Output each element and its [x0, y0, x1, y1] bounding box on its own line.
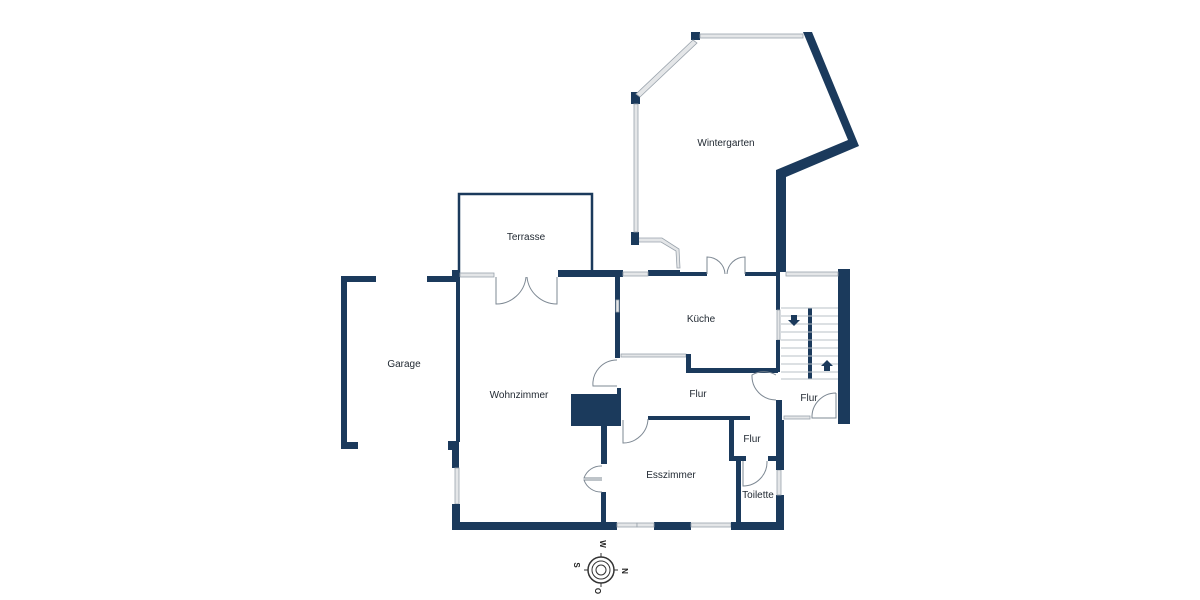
room-label-flur-small: Flur — [743, 434, 761, 445]
room-label-esszimmer: Esszimmer — [646, 470, 696, 481]
interior-walls — [571, 276, 811, 526]
room-label-terrasse: Terrasse — [507, 232, 546, 243]
compass-label-top: W — [598, 540, 607, 548]
compass-label-bottom: O — [593, 588, 602, 594]
stair-down-arrow-icon — [788, 315, 800, 326]
room-label-kueche: Küche — [687, 314, 716, 325]
terrasse-outline — [457, 192, 594, 273]
staircase — [781, 307, 838, 380]
doors — [495, 256, 837, 493]
compass-label-right: N — [620, 568, 629, 574]
garage-walls — [341, 276, 459, 449]
wintergarten-walls — [631, 32, 859, 272]
compass-icon — [584, 553, 618, 587]
room-label-wohnzimmer: Wohnzimmer — [490, 390, 549, 401]
room-label-toilette: Toilette — [742, 490, 774, 501]
room-label-flur-main: Flur — [689, 389, 707, 400]
stair-up-arrow-icon — [821, 360, 833, 371]
room-label-garage: Garage — [387, 359, 421, 370]
room-label-flur-stair: Flur — [800, 393, 818, 404]
room-label-wintergarten: Wintergarten — [697, 138, 754, 149]
compass-label-left: S — [572, 562, 581, 568]
